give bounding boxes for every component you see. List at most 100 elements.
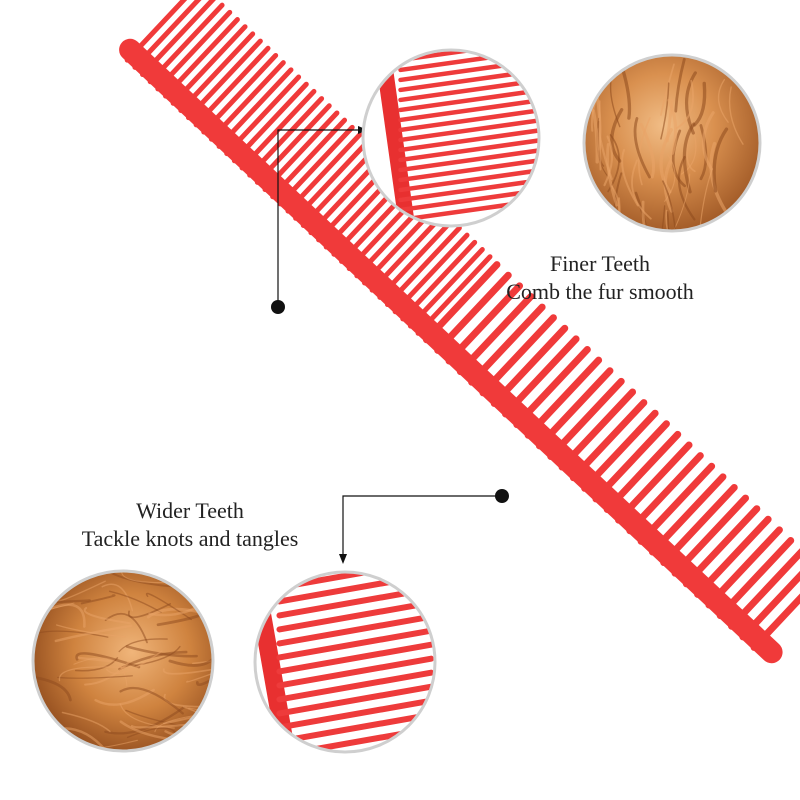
comb-tooth: [558, 388, 637, 471]
zoom-fine-tooth: [398, 76, 539, 103]
fur-strand: [105, 650, 163, 675]
fur-strand: [168, 637, 213, 667]
wide-teeth-caption: Wider Teeth Tackle knots and tangles: [40, 497, 340, 553]
fur-strand: [128, 603, 172, 619]
fine-teeth-subtitle: Comb the fur smooth: [506, 279, 694, 304]
comb-tooth: [445, 282, 524, 365]
comb-tooth: [547, 377, 625, 460]
zoom-wide-tooth: [276, 683, 435, 717]
comb-tooth: [362, 203, 439, 286]
wide-teeth-marker-dot: [495, 489, 509, 503]
fur-strand: [189, 575, 213, 590]
fur-strand: [671, 129, 686, 188]
fine-teeth-title: Finer Teeth: [549, 251, 651, 276]
fur-strand: [54, 624, 133, 643]
fur-strand: [712, 127, 729, 193]
wide-teeth-title: Wider Teeth: [136, 498, 244, 523]
fur-strand: [73, 657, 128, 687]
comb-tooth: [479, 314, 557, 397]
comb-tooth: [648, 473, 727, 556]
comb-tooth: [369, 211, 447, 293]
zoom-fine-tooth: [398, 126, 539, 153]
wide-teeth-subtitle: Tackle knots and tangles: [81, 526, 299, 551]
comb-tooth: [682, 505, 761, 588]
comb-tooth: [468, 303, 546, 386]
fur-strand: [667, 98, 678, 155]
comb-tooth: [384, 225, 462, 308]
fur-strand: [201, 696, 213, 711]
zoom-fine-tooth: [398, 186, 539, 213]
fur-strand: [656, 205, 666, 231]
fur-strand: [155, 571, 195, 574]
fur-strand: [674, 173, 691, 230]
fur-strand: [183, 706, 213, 722]
comb-tooth: [231, 81, 309, 164]
comb-tooth: [377, 218, 455, 300]
fur-strand: [162, 663, 213, 675]
fur-strand: [209, 571, 213, 596]
comb-tooth: [132, 0, 210, 70]
comb-tooth: [392, 232, 470, 315]
fur-strand: [191, 646, 213, 665]
fur-strand: [83, 606, 131, 625]
fur-strand: [664, 154, 676, 202]
fur-strand: [591, 109, 599, 164]
fur-strand: [94, 688, 155, 706]
fur-strand: [639, 123, 656, 179]
fine-teeth-caption: Finer Teeth Comb the fur smooth: [470, 250, 730, 306]
fur-strand: [119, 686, 184, 715]
wide-teeth-leader: [339, 495, 502, 564]
fur-strand: [709, 141, 728, 214]
comb-tooth: [193, 45, 271, 128]
fur-strand: [194, 707, 213, 727]
comb-tooth: [603, 430, 682, 514]
comb-tooth: [277, 124, 355, 207]
comb-tooth: [615, 441, 693, 524]
fur-strand: [55, 624, 126, 638]
comb-tooth: [434, 271, 512, 354]
comb-tooth: [750, 568, 800, 651]
fur-strand: [47, 603, 86, 628]
zoom-fine-tooth: [398, 96, 539, 123]
comb-tooth: [185, 38, 263, 121]
zoom-wide-tooth: [276, 711, 435, 745]
comb-tooth: [124, 0, 202, 63]
fur-strand: [717, 78, 729, 123]
wide-teeth-zoom-circle: [253, 570, 437, 754]
fur-strand: [101, 583, 134, 612]
fur-strand: [163, 693, 213, 708]
comb-tooth: [626, 452, 704, 535]
fur-strand: [211, 586, 213, 599]
comb-tooth: [262, 110, 340, 193]
comb-tooth: [716, 537, 795, 620]
fur-strand: [125, 645, 198, 658]
comb-tooth: [155, 9, 233, 92]
fur-strand: [675, 79, 694, 130]
fur-strand: [684, 71, 697, 135]
zoom-wide-tooth: [276, 613, 435, 647]
zoom-wide-tooth: [276, 599, 435, 633]
fur-strand: [216, 739, 285, 752]
fur-strand: [674, 57, 686, 113]
fur-strand: [58, 666, 132, 682]
fur-strand: [612, 172, 623, 231]
comb-tooth: [216, 67, 294, 149]
zoom-fine-tooth: [398, 116, 539, 143]
fur-strand: [74, 657, 119, 672]
fur-strand: [701, 111, 715, 171]
fur-strand: [61, 711, 111, 733]
comb-tooth: [285, 132, 363, 214]
comb-tooth: [524, 356, 603, 439]
comb-tooth: [147, 2, 225, 85]
zoom-fine-tooth: [398, 156, 539, 183]
fur-strand: [662, 180, 678, 231]
fur-strand: [598, 100, 602, 171]
comb-tooth: [592, 420, 670, 503]
comb-tooth: [739, 558, 800, 641]
comb-tooth: [490, 324, 569, 407]
zoom-fine-tooth: [398, 166, 539, 193]
fur-strand: [104, 705, 186, 735]
comb-tooth: [300, 146, 378, 228]
comb-tooth: [535, 367, 614, 450]
